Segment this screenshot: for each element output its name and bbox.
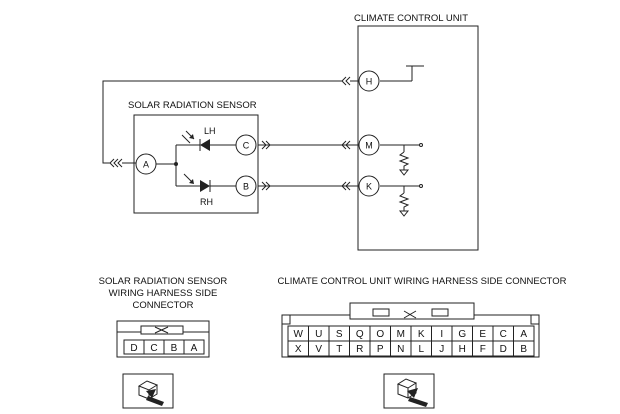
- ccu-connector-pin-v: V: [315, 344, 322, 355]
- resistor-k: [398, 192, 410, 211]
- ccu-connector-pin-n: N: [397, 344, 404, 355]
- sensor-connector-pin-d: D: [130, 343, 137, 354]
- ccu-connector-caption: CLIMATE CONTROL UNIT WIRING HARNESS SIDE…: [278, 276, 567, 287]
- ccu-connector-pin-g: G: [458, 329, 466, 340]
- ccu-connector-pin-j: J: [439, 344, 444, 355]
- climate-pin-m-label: M: [365, 141, 373, 151]
- ccu-connector-pin-o: O: [376, 329, 384, 340]
- ccu-connector-pin-u: U: [315, 329, 322, 340]
- climate-pin-h-label: H: [366, 77, 373, 87]
- ccu-connector-pin-i: I: [440, 329, 443, 340]
- solar-pin-a-label: A: [143, 160, 149, 170]
- rh-label: RH: [200, 197, 213, 207]
- ccu-connector-pin-h: H: [459, 344, 466, 355]
- wire-h-a: [102, 80, 342, 164]
- sensor-connector-pin-b: B: [171, 343, 178, 354]
- ccu-connector-pin-c: C: [500, 329, 507, 340]
- sensor-connector-caption-3: CONNECTOR: [132, 300, 193, 311]
- solar-pin-c: [235, 134, 257, 156]
- ccu-connector-pin-k: K: [418, 329, 425, 340]
- sensor-connector: [116, 320, 210, 358]
- ccu-connector-pin-p: P: [377, 344, 384, 355]
- climate-unit-box: [357, 25, 479, 251]
- ccu-connector-pin-f: F: [480, 344, 486, 355]
- sensor-connector-caption-1: SOLAR RADIATION SENSOR: [99, 276, 228, 287]
- connector-view-icon: [122, 373, 174, 409]
- ccu-connector-pin-w: W: [294, 329, 304, 340]
- sensor-connector-pin-c: C: [150, 343, 157, 354]
- photodiode-rh-icon: [183, 173, 236, 192]
- resistor-m: [398, 151, 410, 170]
- ccu-connector-pin-r: R: [356, 344, 363, 355]
- ccu-connector-pin-s: S: [336, 329, 343, 340]
- solar-sensor-title: SOLAR RADIATION SENSOR: [128, 100, 257, 111]
- ccu-connector-pin-d: D: [500, 344, 507, 355]
- solar-pin-b-label: B: [243, 182, 249, 192]
- climate-pin-k-label: K: [366, 182, 372, 192]
- ccu-connector-pin-a: A: [520, 329, 527, 340]
- connector-view-icon: [383, 373, 435, 409]
- sensor-connector-pin-a: A: [191, 343, 198, 354]
- ccu-connector-pin-b: B: [520, 344, 527, 355]
- ccu-connector-pin-q: Q: [356, 329, 364, 340]
- ccu-connector-pin-x: X: [295, 344, 302, 355]
- ccu-connector: [281, 302, 540, 358]
- ccu-connector-pin-l: L: [418, 344, 424, 355]
- lh-label: LH: [204, 126, 216, 136]
- ccu-connector-pin-t: T: [336, 344, 342, 355]
- ccu-connector-pin-m: M: [397, 329, 405, 340]
- ccu-connector-cell: [513, 340, 535, 357]
- solar-pin-c-label: C: [243, 141, 250, 151]
- climate-unit-title: CLIMATE CONTROL UNIT: [354, 13, 468, 24]
- sensor-connector-caption-2: WIRING HARNESS SIDE: [109, 288, 218, 299]
- photodiode-lh-icon: [181, 130, 236, 151]
- solar-pin-b: [235, 175, 257, 197]
- ccu-connector-pin-e: E: [479, 329, 486, 340]
